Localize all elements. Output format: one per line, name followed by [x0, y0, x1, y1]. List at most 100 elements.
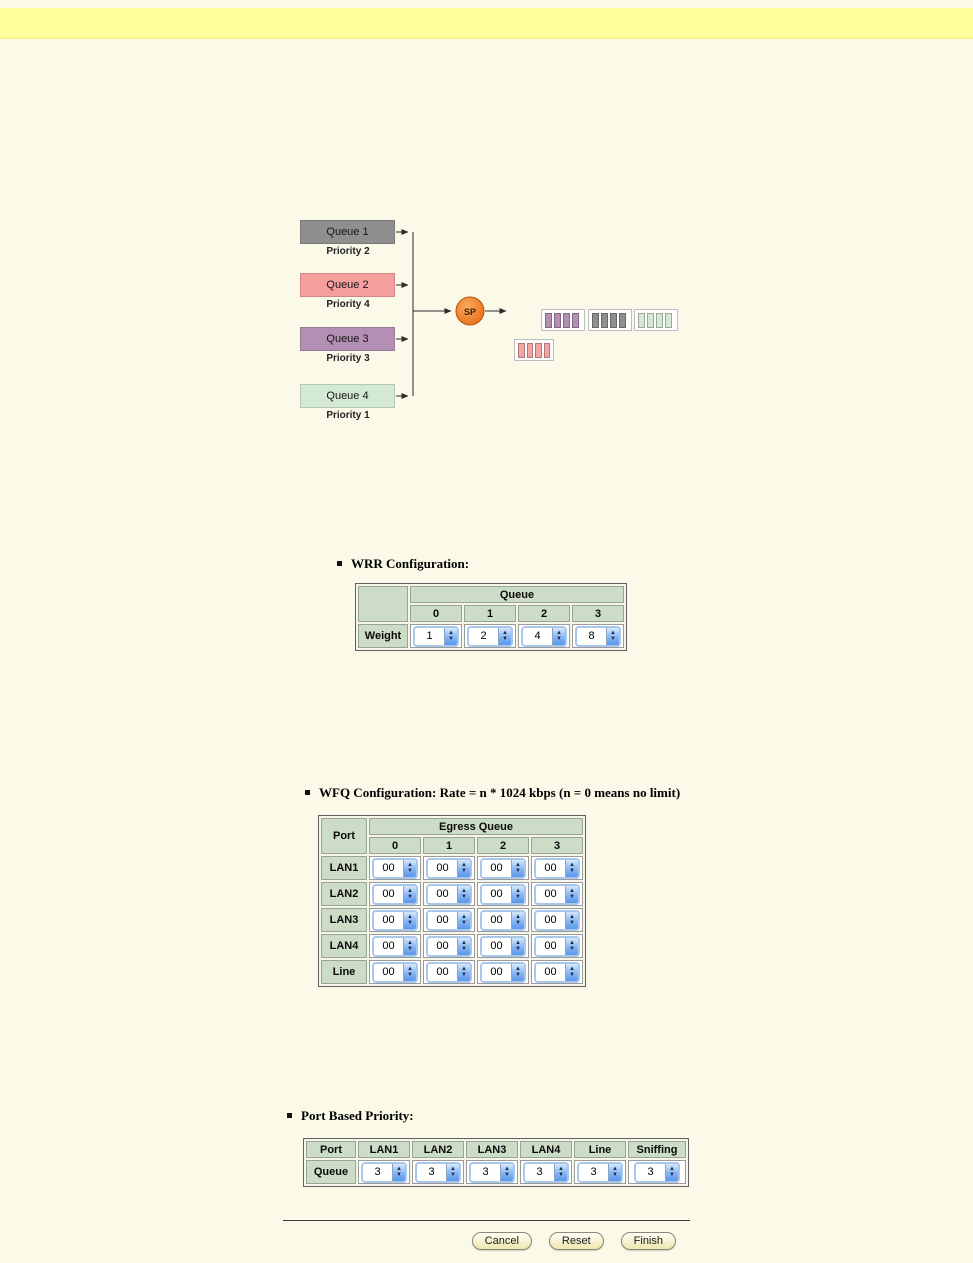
- stepper-up-down-icon[interactable]: ▲▼: [606, 627, 619, 645]
- wfq-row-label-lan4: LAN4: [321, 934, 367, 958]
- wrr-weight-stepper-1[interactable]: 2▲▼: [467, 625, 513, 647]
- stepper-up-down-icon[interactable]: ▲▼: [403, 859, 416, 877]
- table-row: LAN4 00▲▼ 00▲▼ 00▲▼ 00▲▼: [321, 934, 583, 958]
- wfq-lan1-stepper-3[interactable]: 00▲▼: [534, 857, 580, 879]
- table-row: Line 00▲▼ 00▲▼ 00▲▼ 00▲▼: [321, 960, 583, 984]
- wfq-lan3-stepper-2[interactable]: 00 ▲▼: [480, 909, 526, 931]
- stepper-up-down-icon[interactable]: ▲▼: [403, 911, 416, 929]
- pbp-queue-stepper-lan3[interactable]: 3 ▲▼: [469, 1161, 515, 1183]
- cancel-button[interactable]: Cancel: [471, 1232, 532, 1250]
- wrr-config-title: WRR Configuration:: [351, 556, 470, 571]
- wfq-lan4-stepper-1[interactable]: 00▲▼: [426, 935, 472, 957]
- wfq-line-stepper-3[interactable]: 00▲▼: [534, 961, 580, 983]
- stepper-up-down-icon[interactable]: ▲▼: [565, 859, 578, 877]
- stepper-value: 00: [544, 939, 557, 952]
- stepper-value: 00: [382, 939, 395, 952]
- stepper-value: 00: [436, 965, 449, 978]
- wfq-line-stepper-2[interactable]: 00▲▼: [480, 961, 526, 983]
- table-row: Weight 1▲▼ 2▲▼ 4▲▼ 8▲▼: [358, 624, 624, 648]
- queue2-priority-label: Priority 4: [326, 299, 370, 310]
- wrr-weight-stepper-3[interactable]: 8▲▼: [575, 625, 621, 647]
- stepper-value: 3: [647, 1165, 654, 1178]
- stepper-up-down-icon[interactable]: ▲▼: [511, 885, 524, 903]
- stepper-up-down-icon[interactable]: ▲▼: [457, 937, 470, 955]
- stepper-value: 3: [428, 1165, 435, 1178]
- stepper-up-down-icon[interactable]: ▲▼: [498, 627, 511, 645]
- stepper-up-down-icon[interactable]: ▲▼: [511, 859, 524, 877]
- pbp-queue-stepper-line[interactable]: 3 ▲▼: [577, 1161, 623, 1183]
- wfq-col-3: 3: [531, 837, 583, 854]
- finish-button[interactable]: Finish: [620, 1232, 676, 1250]
- stepper-up-down-icon[interactable]: ▲▼: [665, 1163, 678, 1181]
- wfq-port-header: Port: [321, 818, 367, 854]
- green-packet: [634, 309, 678, 331]
- queue-arrows: SP: [396, 229, 507, 399]
- pbp-col-lan2: LAN2: [412, 1141, 464, 1158]
- wfq-lan1-stepper-2[interactable]: 00▲▼: [480, 857, 526, 879]
- pbp-queue-stepper-sniffing[interactable]: 3 ▲▼: [634, 1161, 680, 1183]
- pbp-queue-stepper-lan1[interactable]: 3▲▼: [361, 1161, 407, 1183]
- stepper-up-down-icon[interactable]: ▲▼: [403, 937, 416, 955]
- wrr-corner-cell: [358, 586, 408, 622]
- stepper-up-down-icon[interactable]: ▲▼: [565, 885, 578, 903]
- reset-button[interactable]: Reset: [548, 1232, 604, 1250]
- stepper-up-down-icon[interactable]: ▲▼: [392, 1163, 405, 1181]
- stepper-up-down-icon[interactable]: ▲▼: [554, 1163, 567, 1181]
- wfq-lan2-stepper-3[interactable]: 00 ▲▼: [534, 883, 580, 905]
- wfq-lan2-stepper-1[interactable]: 00▲▼: [426, 883, 472, 905]
- stepper-up-down-icon[interactable]: ▲▼: [500, 1163, 513, 1181]
- stepper-up-down-icon[interactable]: ▲▼: [552, 627, 565, 645]
- stepper-value: 00: [382, 887, 395, 900]
- wrr-col-3: 3: [572, 605, 624, 622]
- stepper-up-down-icon[interactable]: ▲▼: [457, 885, 470, 903]
- wfq-lan2-stepper-2[interactable]: 00▲▼: [480, 883, 526, 905]
- stepper-value: 3: [482, 1165, 489, 1178]
- wfq-line-stepper-1[interactable]: 00 ▲▼: [426, 961, 472, 983]
- wfq-lan3-stepper-0[interactable]: 00▲▼: [372, 909, 418, 931]
- stepper-up-down-icon[interactable]: ▲▼: [403, 885, 416, 903]
- port-based-priority-heading: Port Based Priority:: [287, 1108, 414, 1124]
- pbp-queue-stepper-lan4[interactable]: 3▲▼: [523, 1161, 569, 1183]
- wfq-config-title: WFQ Configuration: Rate = n * 1024 kbps …: [319, 785, 681, 800]
- wfq-lan1-stepper-0[interactable]: 00 ▲▼: [372, 857, 418, 879]
- wfq-lan3-stepper-1[interactable]: 00▲▼: [426, 909, 472, 931]
- stepper-up-down-icon[interactable]: ▲▼: [457, 911, 470, 929]
- wfq-lan2-stepper-0[interactable]: 00 ▲▼: [372, 883, 418, 905]
- stepper-value: 00: [382, 965, 395, 978]
- stepper-value: 3: [590, 1165, 597, 1178]
- stepper-up-down-icon[interactable]: ▲▼: [565, 911, 578, 929]
- wfq-lan3-stepper-3[interactable]: 00▲▼: [534, 909, 580, 931]
- wfq-lan4-stepper-3[interactable]: 00 ▲▼: [534, 935, 580, 957]
- wrr-weight-stepper-0[interactable]: 1 ▲▼: [413, 625, 459, 647]
- stepper-value: 00: [436, 861, 449, 874]
- wfq-line-stepper-0[interactable]: 00 ▲▼: [372, 961, 418, 983]
- pbp-queue-stepper-lan2[interactable]: 3 ▲▼: [415, 1161, 461, 1183]
- stepper-up-down-icon[interactable]: ▲▼: [511, 911, 524, 929]
- wfq-lan4-stepper-2[interactable]: 00▲▼: [480, 935, 526, 957]
- stepper-up-down-icon[interactable]: ▲▼: [444, 627, 457, 645]
- stepper-up-down-icon[interactable]: ▲▼: [403, 963, 416, 981]
- stepper-up-down-icon[interactable]: ▲▼: [457, 859, 470, 877]
- wfq-col-0: 0: [369, 837, 421, 854]
- stepper-up-down-icon[interactable]: ▲▼: [608, 1163, 621, 1181]
- stepper-value: 00: [544, 887, 557, 900]
- stepper-up-down-icon[interactable]: ▲▼: [511, 937, 524, 955]
- pbp-col-port: Port: [306, 1141, 356, 1158]
- stepper-value: 00: [382, 861, 395, 874]
- wrr-weight-stepper-2[interactable]: 4▲▼: [521, 625, 567, 647]
- stepper-up-down-icon[interactable]: ▲▼: [511, 963, 524, 981]
- wfq-lan4-stepper-0[interactable]: 00 ▲▼: [372, 935, 418, 957]
- square-bullet-icon: [305, 790, 310, 795]
- wfq-lan1-stepper-1[interactable]: 00 ▲▼: [426, 857, 472, 879]
- stepper-value: 1: [426, 629, 433, 642]
- stepper-value: 00: [490, 913, 503, 926]
- stepper-up-down-icon[interactable]: ▲▼: [446, 1163, 459, 1181]
- stepper-up-down-icon[interactable]: ▲▼: [565, 937, 578, 955]
- square-bullet-icon: [337, 561, 342, 566]
- stepper-up-down-icon[interactable]: ▲▼: [457, 963, 470, 981]
- wfq-config-heading: WFQ Configuration: Rate = n * 1024 kbps …: [305, 785, 680, 801]
- queue2-box: Queue 2: [300, 273, 395, 297]
- sp-scheduler-label: SP: [464, 307, 476, 317]
- stepper-up-down-icon[interactable]: ▲▼: [565, 963, 578, 981]
- wfq-col-2: 2: [477, 837, 529, 854]
